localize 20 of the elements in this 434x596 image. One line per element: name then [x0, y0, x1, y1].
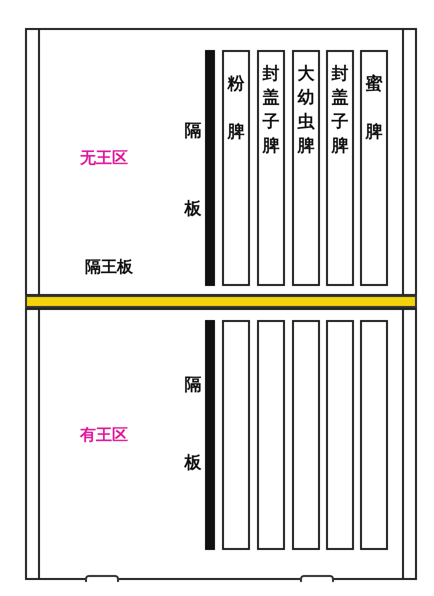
excluder-label: 隔王板 [85, 257, 133, 278]
divider-board [205, 320, 215, 550]
hive-compartment [25, 28, 417, 296]
comb-frame [292, 320, 320, 550]
zone-label: 有王区 [80, 425, 128, 446]
comb-frame: 封盖子脾 [326, 50, 354, 286]
divider-label: 隔板 [184, 374, 202, 475]
zone-label: 无王区 [80, 148, 128, 169]
divider-label: 隔板 [184, 120, 202, 221]
queen-excluder [25, 295, 417, 308]
comb-frame [360, 320, 388, 550]
comb-frame [326, 320, 354, 550]
hive-compartment [25, 308, 417, 580]
comb-frame: 粉脾 [222, 50, 250, 286]
comb-frame [222, 320, 250, 550]
divider-board [205, 50, 215, 286]
comb-frame [257, 320, 285, 550]
comb-frame: 蜜脾 [360, 50, 388, 286]
comb-frame: 大幼虫脾 [292, 50, 320, 286]
comb-frame: 封盖子脾 [257, 50, 285, 286]
